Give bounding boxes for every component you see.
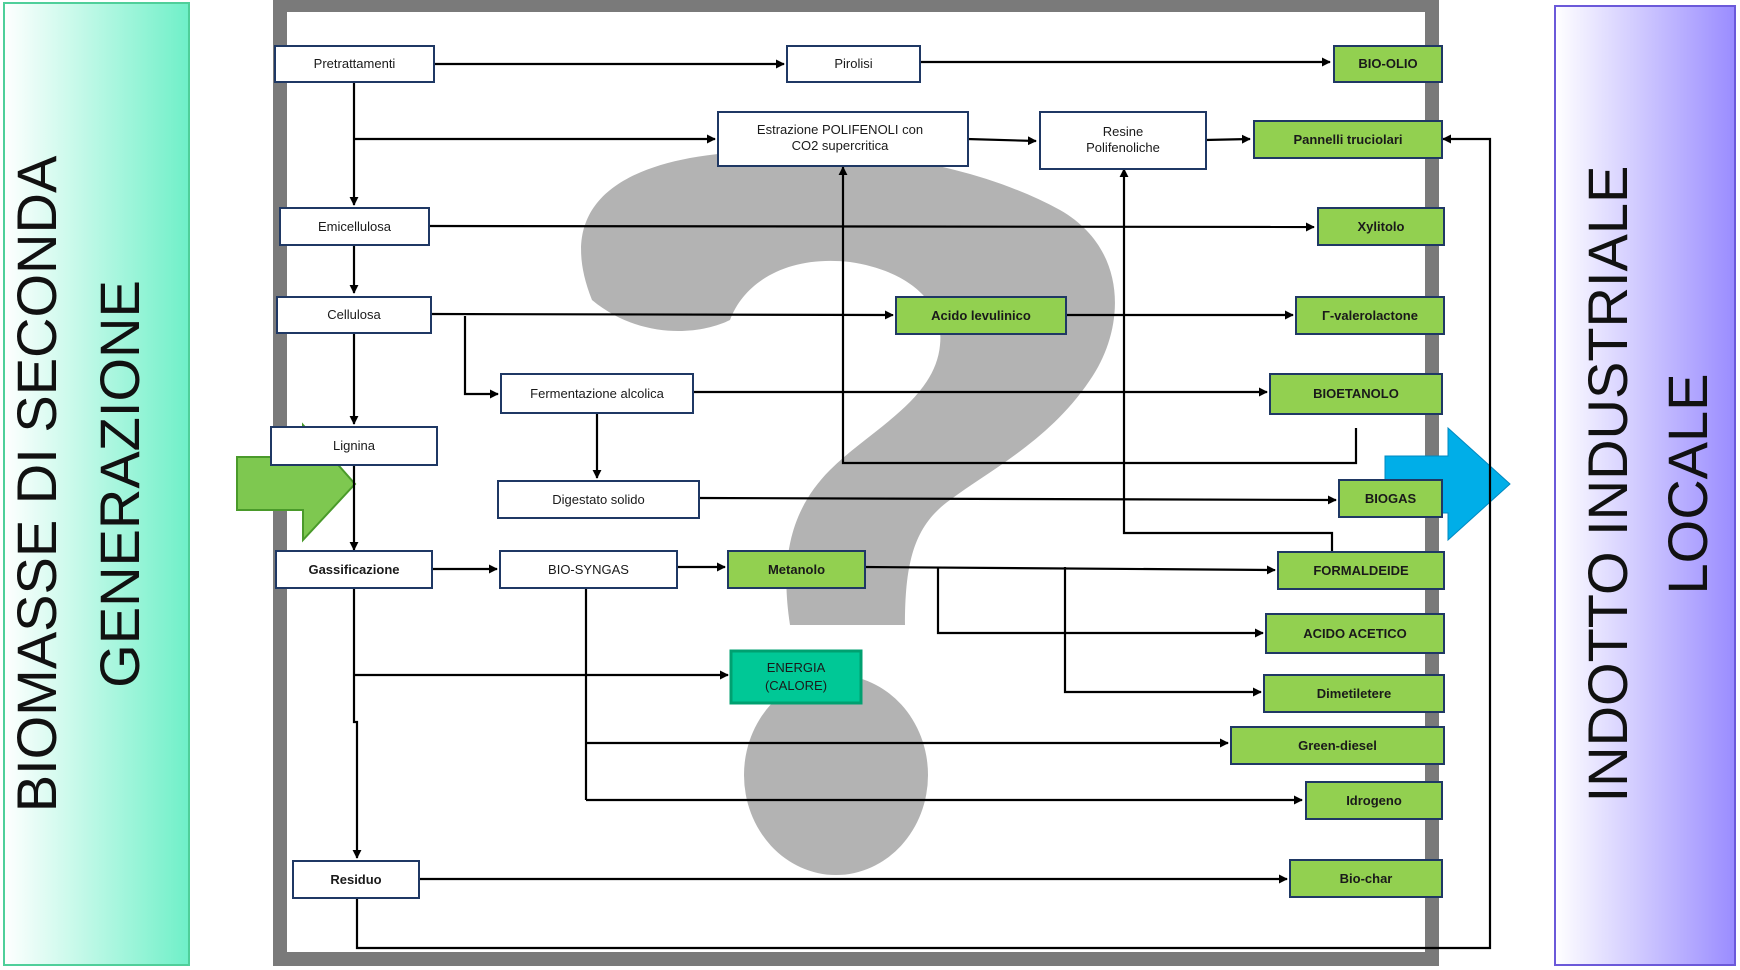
node-gassificazione: Gassificazione bbox=[275, 550, 433, 589]
pirolisi-label: Pirolisi bbox=[834, 56, 872, 71]
xylitolo-label: Xylitolo bbox=[1358, 219, 1405, 234]
node-green-diesel: Green-diesel bbox=[1230, 726, 1445, 765]
green-diesel-label: Green-diesel bbox=[1298, 738, 1377, 753]
fermentazione-label: Fermentazione alcolica bbox=[530, 386, 664, 401]
biogas-label: BIOGAS bbox=[1365, 491, 1417, 506]
node-biogas: BIOGAS bbox=[1338, 479, 1443, 518]
acido-levulinico-label: Acido levulinico bbox=[931, 308, 1031, 323]
left-panel: BIOMASSE DI SECONDA GENERAZIONE bbox=[3, 2, 190, 966]
bio-olio-label: BIO-OLIO bbox=[1358, 56, 1417, 71]
node-digestato-solido: Digestato solido bbox=[497, 480, 700, 519]
estrazione-label-line2: CO2 supercritica bbox=[792, 138, 890, 153]
pannelli-label: Pannelli truciolari bbox=[1293, 132, 1402, 147]
node-lignina: Lignina bbox=[270, 426, 438, 466]
node-bioetanolo: BIOETANOLO bbox=[1269, 373, 1443, 415]
node-valerolactone: Γ-valerolactone bbox=[1295, 296, 1445, 335]
left-panel-line2: GENERAZIONE bbox=[88, 280, 151, 688]
bio-char-label: Bio-char bbox=[1340, 871, 1393, 886]
right-panel-line2: LOCALE bbox=[1656, 374, 1719, 595]
idrogeno-label: Idrogeno bbox=[1346, 793, 1402, 808]
node-resine-polifenoliche: Resine Polifenoliche bbox=[1039, 111, 1207, 170]
digestato-label: Digestato solido bbox=[552, 492, 645, 507]
node-estrazione-polifenoli: Estrazione POLIFENOLI con CO2 supercriti… bbox=[717, 111, 969, 167]
node-formaldeide: FORMALDEIDE bbox=[1277, 551, 1445, 590]
node-bio-syngas: BIO-SYNGAS bbox=[499, 550, 678, 589]
formaldeide-label: FORMALDEIDE bbox=[1313, 563, 1409, 578]
bio-syngas-label: BIO-SYNGAS bbox=[548, 562, 629, 577]
valerolactone-label: Γ-valerolactone bbox=[1322, 308, 1418, 323]
energia-label-line2: (CALORE) bbox=[765, 678, 827, 693]
node-idrogeno: Idrogeno bbox=[1305, 781, 1443, 820]
question-mark-icon bbox=[581, 149, 1115, 875]
energia-label-line1: ENERGIA bbox=[767, 660, 826, 675]
node-bio-olio: BIO-OLIO bbox=[1333, 45, 1443, 83]
acido-acetico-label: ACIDO ACETICO bbox=[1303, 626, 1407, 641]
resine-label-line1: Resine bbox=[1103, 124, 1143, 139]
lignina-label: Lignina bbox=[333, 438, 376, 453]
resine-label-line2: Polifenoliche bbox=[1086, 140, 1160, 155]
node-fermentazione-alcolica: Fermentazione alcolica bbox=[500, 373, 694, 414]
gassificazione-label: Gassificazione bbox=[308, 562, 399, 577]
node-acido-levulinico: Acido levulinico bbox=[895, 296, 1067, 335]
right-panel-line1: INDOTTO INDUSTRIALE bbox=[1576, 166, 1639, 803]
node-cellulosa: Cellulosa bbox=[276, 296, 432, 334]
node-xylitolo: Xylitolo bbox=[1317, 207, 1445, 246]
metanolo-label: Metanolo bbox=[768, 562, 825, 577]
cellulosa-label: Cellulosa bbox=[327, 307, 381, 322]
node-pannelli-truciolari: Pannelli truciolari bbox=[1253, 120, 1443, 159]
right-panel: INDOTTO INDUSTRIALE LOCALE bbox=[1554, 5, 1736, 966]
emicellulosa-label: Emicellulosa bbox=[318, 219, 392, 234]
node-residuo: Residuo bbox=[292, 860, 420, 899]
node-dimetiletere: Dimetiletere bbox=[1263, 674, 1445, 713]
bioetanolo-label: BIOETANOLO bbox=[1313, 386, 1399, 401]
dimetiletere-label: Dimetiletere bbox=[1317, 686, 1391, 701]
left-panel-line1: BIOMASSE DI SECONDA bbox=[5, 155, 68, 812]
node-energia-calore: ENERGIA (CALORE) bbox=[729, 649, 863, 705]
node-bio-char: Bio-char bbox=[1289, 859, 1443, 898]
node-acido-acetico: ACIDO ACETICO bbox=[1265, 613, 1445, 654]
estrazione-label-line1: Estrazione POLIFENOLI con bbox=[757, 122, 923, 137]
node-emicellulosa: Emicellulosa bbox=[279, 207, 430, 246]
residuo-label: Residuo bbox=[330, 872, 381, 887]
pretrattamenti-label: Pretrattamenti bbox=[314, 56, 396, 71]
connectors bbox=[349, 57, 1492, 950]
node-metanolo: Metanolo bbox=[727, 550, 866, 589]
node-pirolisi: Pirolisi bbox=[786, 45, 921, 83]
node-pretrattamenti: Pretrattamenti bbox=[274, 45, 435, 83]
